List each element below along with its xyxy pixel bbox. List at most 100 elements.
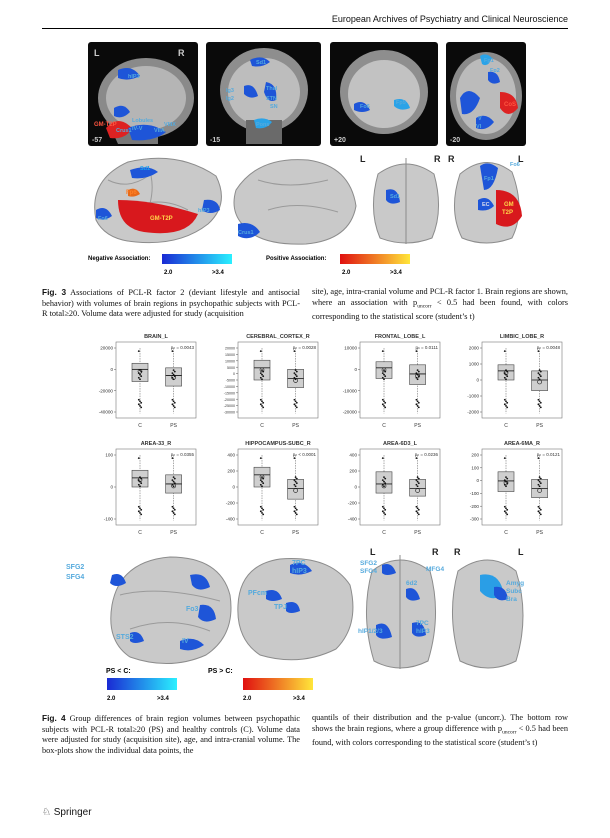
plot-title: LIMBIC_LOBE_R [500,334,544,340]
data-point [381,372,384,375]
data-point [293,403,296,406]
box [131,362,149,382]
side-R-label: R [448,154,455,164]
y-tick-label: 20000 [225,347,235,351]
plot-frame [481,341,563,419]
neg-colorbar [107,678,177,690]
region-label: 7PC [292,560,306,567]
data-point [381,398,384,401]
data-point [294,485,297,488]
y-tick-label: -20000 [224,398,235,402]
x-tick-label: PS [414,530,421,536]
data-point [383,485,385,488]
data-point [140,375,143,378]
region-label: Crus1 [238,230,254,236]
data-point [294,507,297,510]
data-point [259,372,262,375]
brain-top: Sd1 L R [360,154,441,244]
data-point [417,477,420,480]
data-point [293,350,296,353]
mean-marker [137,369,143,374]
region-label: MFG4 [426,566,444,573]
fig4-colorbar-strip: 2.0 >3.4 2.0 >3.4 [107,678,313,702]
y-tick-label: -20000 [99,388,114,393]
mri-slice-sagittal: L R hIP3 GM-T2P Lobules IV-V Crus1 VIIA … [88,42,198,146]
cb-min: 2.0 [342,270,351,276]
brain-bottom: R L Fo6 Fp1 EC GM T2P [448,154,524,244]
data-point [383,378,385,381]
y-tick-label: -200 [348,501,358,506]
mri-slice-coronal: Sd1 Ig3 Ig2 Thal STN SN Pons -15 [206,42,321,146]
data-point [383,476,385,479]
y-tick-label: -300 [470,517,480,522]
region-label: VIIIX [164,122,176,128]
data-point [383,400,385,403]
region-label: Sd1 [390,194,400,200]
data-point [505,485,507,488]
data-point [538,378,541,381]
data-point [261,369,263,372]
region-label: V [478,116,482,122]
region-label: GM-T2P [150,216,173,222]
data-point [415,479,418,482]
data-point [506,375,509,378]
cb-max: >3.4 [390,270,403,276]
y-tick-label: 0 [233,372,235,376]
data-point [383,511,385,514]
data-point [537,505,540,508]
data-point [503,510,506,513]
data-point [293,510,296,513]
data-point [137,350,140,353]
region-label: EC [482,202,490,208]
data-point [539,508,542,511]
data-point [139,476,141,479]
p-value: pₙ = 0.0355 [171,452,195,457]
brain-top: L R SFG2 SFG4 6d2 MFG4 7PC hIP3 hIP1/2/3 [358,547,444,669]
region-label: Fo6 [360,104,370,110]
data-point [172,404,175,407]
data-point [503,505,506,508]
region-label: Crus1 [116,128,132,134]
y-tick-label: 0 [476,378,479,383]
data-point [503,403,506,406]
region-label: 6d2 [406,580,418,587]
data-point [137,398,140,401]
data-point [173,513,176,516]
data-point [415,505,418,508]
data-point [261,507,263,510]
data-point [171,479,174,482]
data-point [416,369,419,372]
side-R-label: R [432,547,439,557]
y-tick-label: 200 [349,469,357,474]
data-point [537,350,540,353]
brain-lateral-left: SFG2 SFG4 Fo3 STS2 IV [66,556,232,665]
box [497,364,515,381]
data-point [139,507,141,510]
plot-frame [481,448,563,526]
x-tick-label: C [504,423,508,429]
data-point [539,401,542,404]
data-point [172,400,175,403]
y-tick-label: 5000 [227,366,235,370]
x-tick-label: C [260,423,264,429]
plot-frame [115,448,197,526]
neg-label: PS < C: [106,668,131,675]
x-tick-label: PS [414,423,421,429]
plot-title: CEREBRAL_CORTEX_R [246,334,310,340]
region-label: GM [504,202,514,208]
data-point [294,373,297,376]
y-tick-label: -40000 [99,410,114,415]
data-point [503,398,506,401]
data-point [415,483,418,486]
data-point [294,404,297,407]
plot-title: AREA-6MA_R [504,441,540,447]
y-tick-label: -100 [470,491,480,496]
data-point [261,511,263,514]
data-point [415,403,418,406]
x-tick-label: PS [536,423,543,429]
data-point [538,476,541,479]
data-point [416,507,419,510]
box [287,479,304,500]
cb-max: >3.4 [293,696,306,702]
